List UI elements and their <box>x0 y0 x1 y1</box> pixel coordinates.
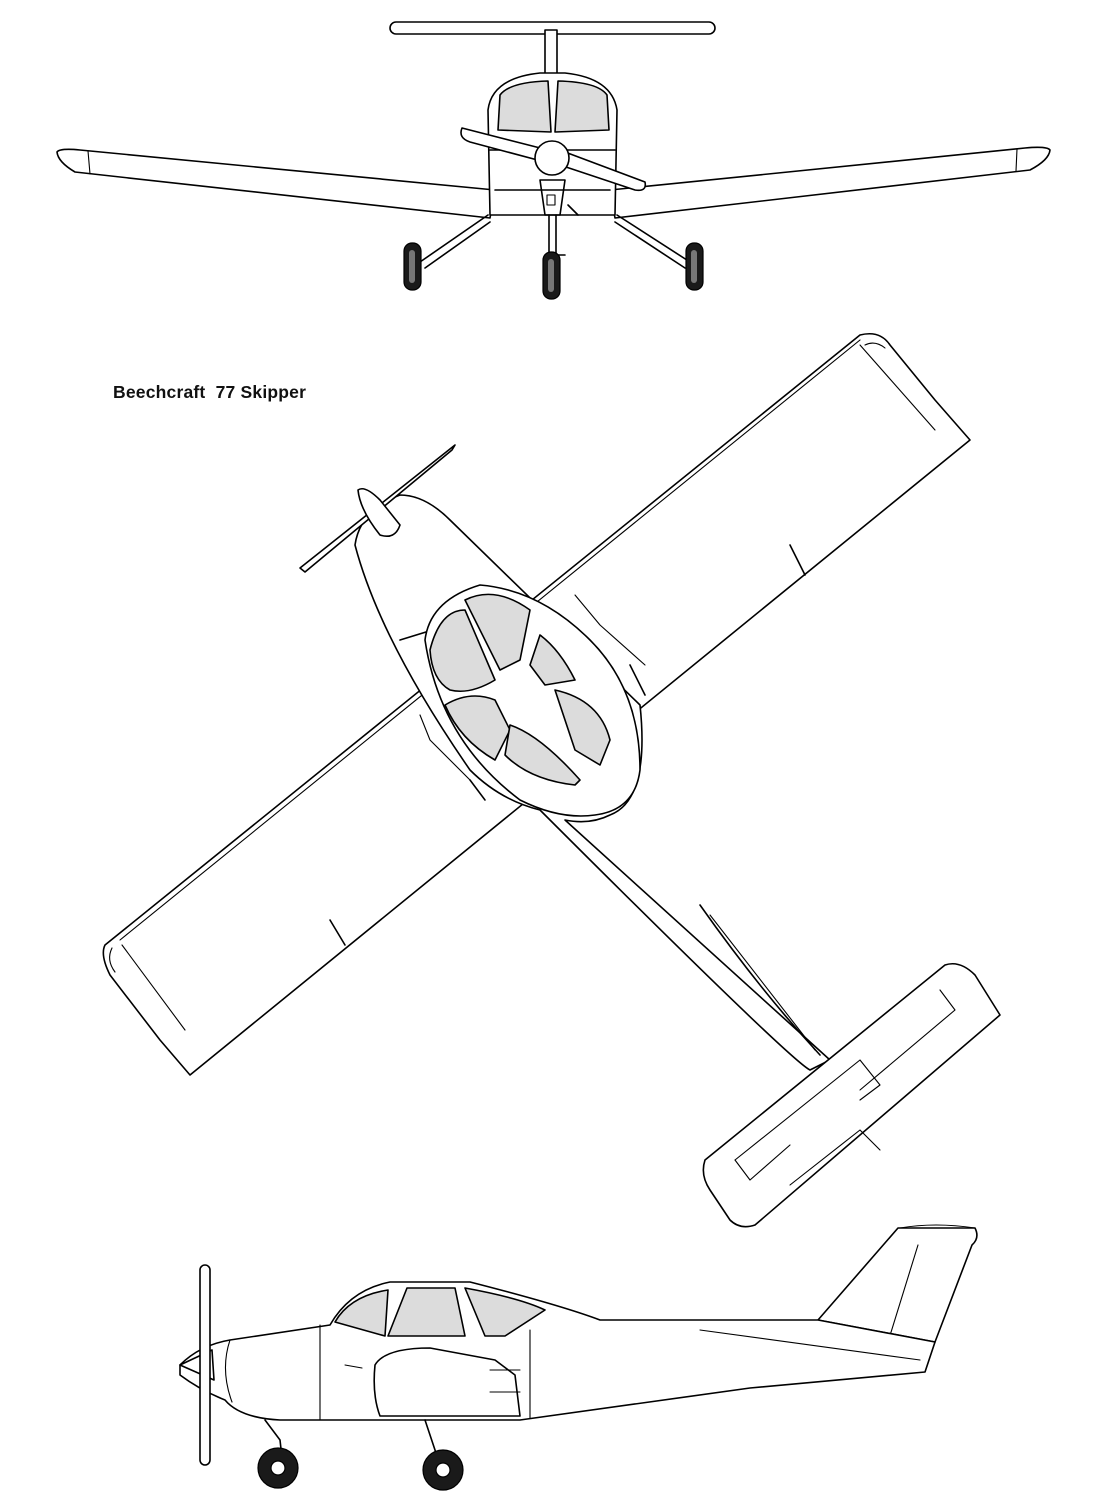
side-view-propeller <box>199 1264 211 1466</box>
front-view-right-wing <box>609 146 1051 219</box>
side-view-window-front <box>334 1289 389 1337</box>
top-view-window-2 <box>464 593 531 671</box>
top-view-window-6 <box>504 724 581 786</box>
top-view-window-3 <box>529 634 576 686</box>
side-view-window-door <box>387 1287 466 1337</box>
front-view-propeller-blade-left <box>460 127 549 163</box>
top-view-window-4 <box>444 695 511 761</box>
top-view-spinner <box>357 487 401 538</box>
top-view-stabilizer <box>702 962 1001 1228</box>
front-view-right-gear-strut <box>614 214 691 269</box>
front-view-windshield-left <box>497 80 552 133</box>
side-view-wing-root <box>373 1347 521 1417</box>
front-view-left-gear-strut <box>419 214 491 269</box>
front-view-propeller-blade-right <box>559 151 647 192</box>
top-view-window-1 <box>429 609 496 693</box>
top-view-window-5 <box>554 689 611 766</box>
side-view-window-rear <box>464 1287 546 1337</box>
front-view <box>56 21 1051 300</box>
front-view-spinner <box>534 140 570 176</box>
side-view-fuselage <box>179 1281 936 1421</box>
front-view-windshield-right <box>554 80 610 133</box>
front-view-left-wing <box>56 148 496 219</box>
drawing-title: Beechcraft 77 Skipper <box>113 382 307 402</box>
